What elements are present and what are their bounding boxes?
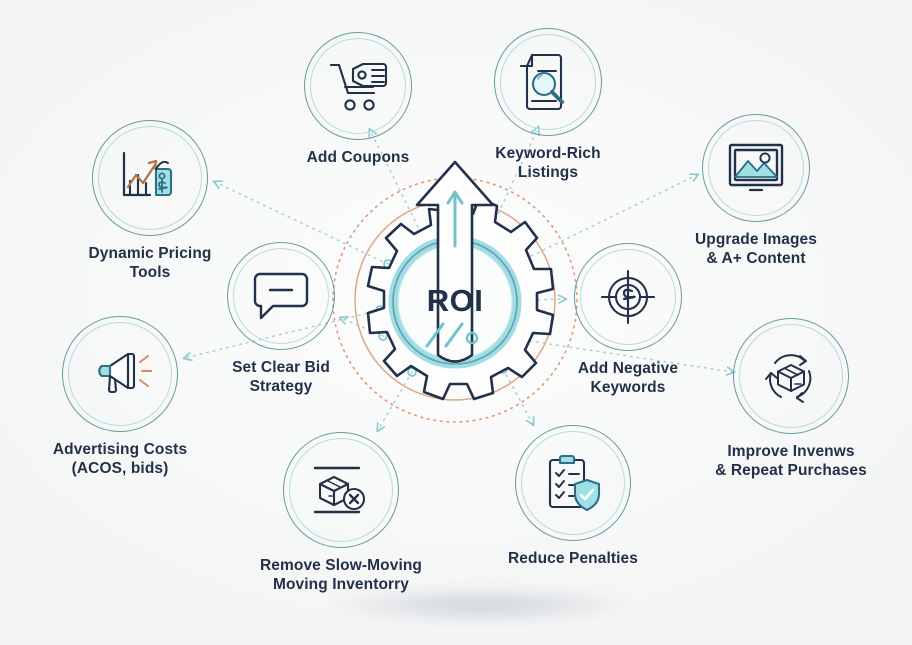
megaphone-icon (62, 316, 178, 432)
node-disc (227, 242, 335, 350)
ring-outer (227, 242, 335, 350)
ring-inner (310, 38, 406, 134)
ring-outer (733, 318, 849, 434)
speech-bubble-dash-icon (227, 242, 335, 350)
ring-inner (521, 431, 625, 535)
node-disc (574, 243, 682, 351)
ring-outer (702, 114, 810, 222)
shopping-cart-tag-icon (304, 32, 412, 140)
node-label: Upgrade Images & A+ Content (695, 231, 817, 267)
node-remove-slow-moving[interactable]: Remove Slow-Moving Moving Inventorry (253, 432, 429, 595)
node-label: Add Coupons (306, 149, 410, 166)
box-recycle-arrows-icon (733, 318, 849, 434)
picture-frame-icon (702, 114, 810, 222)
ring-inner (739, 324, 843, 428)
node-disc (733, 318, 849, 434)
box-remove-icon (283, 432, 399, 548)
growth-chart-price-tag-icon (92, 120, 208, 236)
node-keyword-rich-listings[interactable]: Keyword-Rich Listings (460, 28, 636, 183)
node-improve-inventory[interactable]: Improve Invenws & Repeat Purchases (703, 318, 879, 481)
node-label: Add Negative Keywords (577, 360, 679, 396)
node-add-negative-keywords[interactable]: Add Negative Keywords (540, 243, 716, 398)
target-dollar-icon (574, 243, 682, 351)
ring-inner (289, 438, 393, 542)
node-disc (702, 114, 810, 222)
node-label: Advertising Costs (ACOS, bids) (52, 441, 188, 477)
ring-outer (283, 432, 399, 548)
ring-outer (304, 32, 412, 140)
node-advertising-costs[interactable]: Advertising Costs (ACOS, bids) (32, 316, 208, 479)
ring-outer (494, 28, 602, 136)
percent-marks (425, 322, 479, 348)
center-hub-roi[interactable]: ROI (305, 150, 605, 450)
node-label: Reduce Penalties (508, 550, 638, 567)
ring-inner (98, 126, 202, 230)
node-label: Dynamic Pricing Tools (88, 245, 212, 281)
node-label: Set Clear Bid Strategy (232, 359, 330, 395)
ring-inner (580, 249, 676, 345)
node-disc (304, 32, 412, 140)
node-label: Keyword-Rich Listings (495, 145, 601, 181)
node-upgrade-images[interactable]: Upgrade Images & A+ Content (668, 114, 844, 269)
ring-inner (500, 34, 596, 130)
roi-label: ROI (426, 283, 484, 318)
growth-arrow-icon (415, 160, 495, 363)
node-disc (515, 425, 631, 541)
ring-outer (62, 316, 178, 432)
clipboard-shield-icon (515, 425, 631, 541)
ring-inner (233, 248, 329, 344)
ring-outer (92, 120, 208, 236)
ring-outer (574, 243, 682, 351)
node-disc (283, 432, 399, 548)
node-dynamic-pricing-tools[interactable]: Dynamic Pricing Tools (62, 120, 238, 283)
document-magnifier-icon (494, 28, 602, 136)
node-label: Improve Invenws & Repeat Purchases (715, 443, 867, 479)
node-label: Remove Slow-Moving Moving Inventorry (260, 557, 422, 593)
node-set-clear-bid-strategy[interactable]: Set Clear Bid Strategy (193, 242, 369, 397)
node-disc (92, 120, 208, 236)
ring-inner (708, 120, 804, 216)
node-reduce-penalties[interactable]: Reduce Penalties (485, 425, 661, 569)
ring-inner (68, 322, 172, 426)
ring-outer (515, 425, 631, 541)
node-disc (62, 316, 178, 432)
node-disc (494, 28, 602, 136)
node-add-coupons[interactable]: Add Coupons (270, 32, 446, 168)
